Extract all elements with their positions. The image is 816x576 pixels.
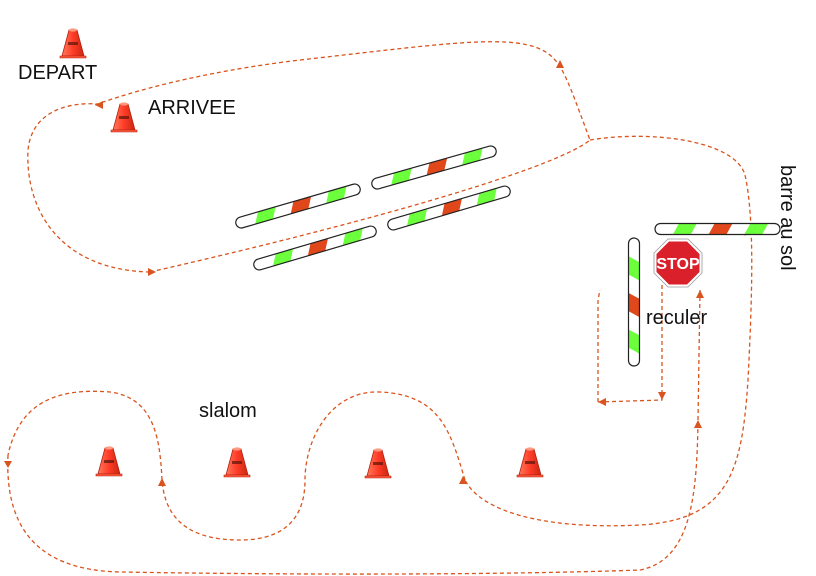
cone-icon-slalom-3 <box>364 447 392 479</box>
barrier-bar-icon <box>386 184 512 232</box>
label-arrivee: ARRIVEE <box>148 97 236 119</box>
stop-sign-icon: STOP <box>653 238 703 288</box>
arrow-icon <box>158 478 166 486</box>
path-bottom <box>7 419 699 575</box>
arrow-icon <box>598 398 606 406</box>
path-up-stop <box>697 289 701 421</box>
arrow-icon <box>556 60 564 68</box>
arrow-icon <box>95 101 103 109</box>
arrow-icon <box>696 290 704 298</box>
striped-bars <box>234 144 781 367</box>
cone-icon-slalom-4 <box>516 446 544 478</box>
arrow-icon <box>694 420 702 428</box>
arrow-icon <box>459 476 467 484</box>
barrier-bar-icon <box>252 224 378 272</box>
barrier-bar-icon <box>370 144 498 191</box>
course-path <box>7 41 753 575</box>
arrow-icon <box>148 268 156 276</box>
barrier-bar-icon <box>234 182 362 230</box>
path-slalom-1 <box>161 391 466 541</box>
cone-icon-arrivee <box>110 101 138 133</box>
path-slalom-2 <box>7 390 163 481</box>
label-slalom: slalom <box>199 400 257 422</box>
label-depart: DEPART <box>18 62 98 84</box>
barrier-bar-icon <box>627 237 641 367</box>
path-top-loop <box>94 41 591 273</box>
cone-icon-slalom-1 <box>95 445 123 477</box>
stop-sign-text: STOP <box>656 256 700 273</box>
barrier-bar-icon <box>654 222 781 236</box>
arrow-icon <box>658 392 666 400</box>
path-left-return <box>27 103 151 273</box>
arrow-icon <box>4 461 12 468</box>
path-right-down <box>464 135 753 527</box>
path-up-to-bar <box>597 289 601 402</box>
cone-icon-slalom-2 <box>223 446 251 478</box>
label-reculer: reculer <box>646 307 708 329</box>
cone-icon-depart <box>59 27 87 59</box>
label-barre-au-sol: barre au sol <box>776 165 798 271</box>
